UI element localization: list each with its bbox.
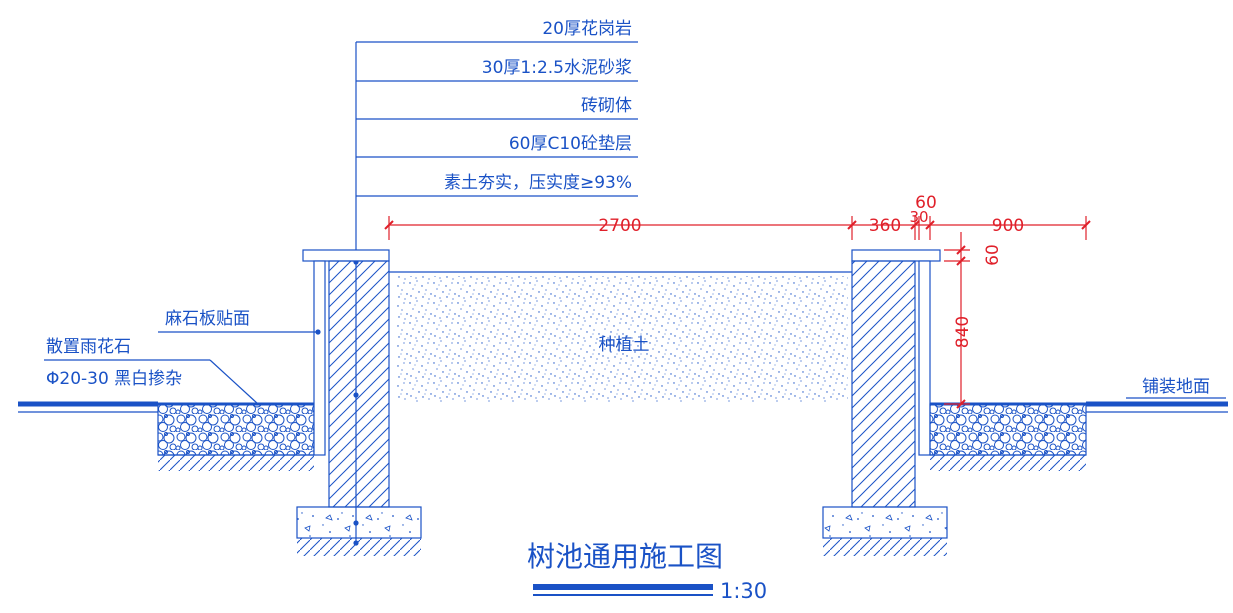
dimension-pit-width: 2700 [598, 216, 641, 236]
drawing-title: 树池通用施工图 [527, 540, 723, 573]
gravel-leader [44, 359, 259, 405]
left-paving-surface [18, 401, 158, 413]
stone-facing-leader [158, 329, 321, 335]
vertical-dimension-lines [944, 232, 970, 409]
right-paving-surface [1086, 401, 1228, 413]
planting-soil-label: 种植土 [599, 335, 650, 355]
left-planter-wall [296, 249, 422, 556]
dimension-wall-thickness: 360 [869, 216, 901, 236]
dimension-paving-width: 900 [992, 216, 1024, 236]
drawing-scale: 1:30 [720, 579, 767, 603]
layer-label-soil-compaction: 素土夯实，压实度≥93% [444, 173, 632, 193]
layer-label-granite: 20厚花岗岩 [542, 19, 632, 39]
layer-label-mortar: 30厚1:2.5水泥砂浆 [482, 58, 632, 78]
right-planter-wall [822, 249, 948, 556]
paving-label: 铺装地面 [1142, 377, 1210, 397]
title-underline [533, 584, 713, 596]
layer-label-brick: 砖砌体 [581, 96, 632, 116]
right-gravel-bed [929, 402, 1087, 471]
planting-soil [389, 271, 852, 402]
dimension-cap-thickness: 60 [983, 244, 1003, 266]
left-gravel-bed [157, 402, 315, 471]
dimension-height: 840 [953, 316, 973, 348]
horizontal-dimension-lines [384, 216, 1091, 240]
gravel-label-line2: Φ20-30 黑白掺杂 [46, 369, 182, 389]
dimension-offset-60: 60 [915, 193, 937, 213]
gravel-label-line1: 散置雨花石 [46, 337, 131, 357]
stone-facing-label: 麻石板贴面 [165, 309, 250, 329]
dimension-offset-30: 30 [909, 208, 928, 226]
layer-label-concrete: 60厚C10砼垫层 [509, 134, 632, 154]
